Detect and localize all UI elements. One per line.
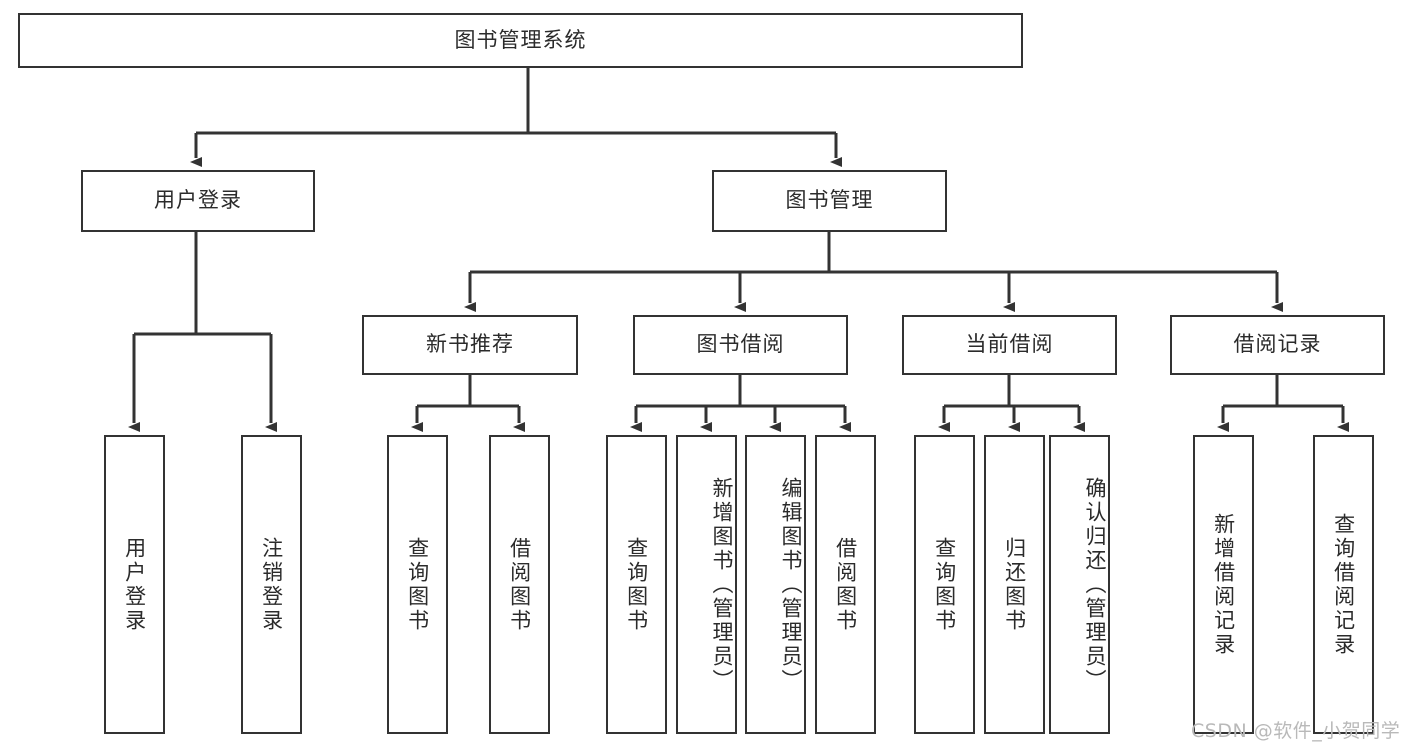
node-book-borrow-label: 图书借阅 — [696, 332, 785, 357]
node-leaf-add-book[interactable]: 新增图书（管理员） — [676, 435, 737, 734]
csdn-watermark: CSDN @软件_小贺同学 — [1191, 720, 1401, 742]
node-root[interactable]: 图书管理系统 — [18, 13, 1023, 68]
node-leaf-query-book-3-label: 查询图书 — [932, 536, 957, 633]
node-book-manage-label: 图书管理 — [785, 188, 874, 213]
node-leaf-query-record[interactable]: 查询借阅记录 — [1313, 435, 1374, 734]
node-leaf-return-book[interactable]: 归还图书 — [984, 435, 1045, 734]
node-user-login-label: 用户登录 — [154, 188, 242, 213]
node-leaf-return-book-label: 归还图书 — [1002, 536, 1027, 633]
node-leaf-user-login-label: 用户登录 — [122, 536, 147, 633]
node-leaf-borrow-book-1[interactable]: 借阅图书 — [489, 435, 550, 734]
node-leaf-borrow-book-2-label: 借阅图书 — [833, 536, 858, 633]
node-user-login[interactable]: 用户登录 — [81, 170, 315, 232]
node-leaf-query-book-2-label: 查询图书 — [624, 536, 649, 633]
node-leaf-borrow-book-1-label: 借阅图书 — [507, 536, 532, 633]
node-leaf-add-book-label: 新增图书（管理员） — [710, 476, 734, 693]
node-borrow-record-label: 借阅记录 — [1233, 332, 1322, 357]
node-leaf-add-record[interactable]: 新增借阅记录 — [1193, 435, 1254, 734]
edge-root-to-level2 — [190, 68, 842, 167]
edge-user-login-to-leaves — [128, 232, 277, 432]
node-leaf-borrow-book-2[interactable]: 借阅图书 — [815, 435, 876, 734]
node-leaf-query-book-1-label: 查询图书 — [405, 536, 430, 633]
node-current-borrow-label: 当前借阅 — [965, 332, 1054, 357]
node-leaf-logout-login[interactable]: 注销登录 — [241, 435, 302, 734]
edge-book-borrow-to-leaves — [630, 375, 851, 432]
edge-book-manage-to-level3 — [464, 232, 1283, 312]
edge-new-book-recommend-to-leaves — [411, 375, 525, 432]
node-leaf-query-book-3[interactable]: 查询图书 — [914, 435, 975, 734]
edge-current-borrow-to-leaves — [938, 375, 1085, 432]
node-leaf-edit-book[interactable]: 编辑图书（管理员） — [745, 435, 806, 734]
node-borrow-record[interactable]: 借阅记录 — [1170, 315, 1385, 375]
node-leaf-query-book-2[interactable]: 查询图书 — [606, 435, 667, 734]
node-leaf-confirm-return[interactable]: 确认归还（管理员） — [1049, 435, 1110, 734]
node-leaf-confirm-return-label: 确认归还（管理员） — [1083, 476, 1107, 693]
node-current-borrow[interactable]: 当前借阅 — [902, 315, 1117, 375]
node-new-book-recommend-label: 新书推荐 — [426, 332, 514, 357]
node-leaf-add-record-label: 新增借阅记录 — [1211, 512, 1236, 657]
node-leaf-query-book-1[interactable]: 查询图书 — [387, 435, 448, 734]
node-leaf-logout-login-label: 注销登录 — [259, 536, 284, 633]
node-new-book-recommend[interactable]: 新书推荐 — [362, 315, 578, 375]
node-root-label: 图书管理系统 — [454, 27, 587, 52]
edge-borrow-record-to-leaves — [1217, 375, 1349, 432]
node-leaf-query-record-label: 查询借阅记录 — [1331, 512, 1356, 657]
node-leaf-user-login[interactable]: 用户登录 — [104, 435, 165, 734]
node-book-manage[interactable]: 图书管理 — [712, 170, 947, 232]
node-book-borrow[interactable]: 图书借阅 — [633, 315, 848, 375]
node-leaf-edit-book-label: 编辑图书（管理员） — [779, 476, 803, 693]
